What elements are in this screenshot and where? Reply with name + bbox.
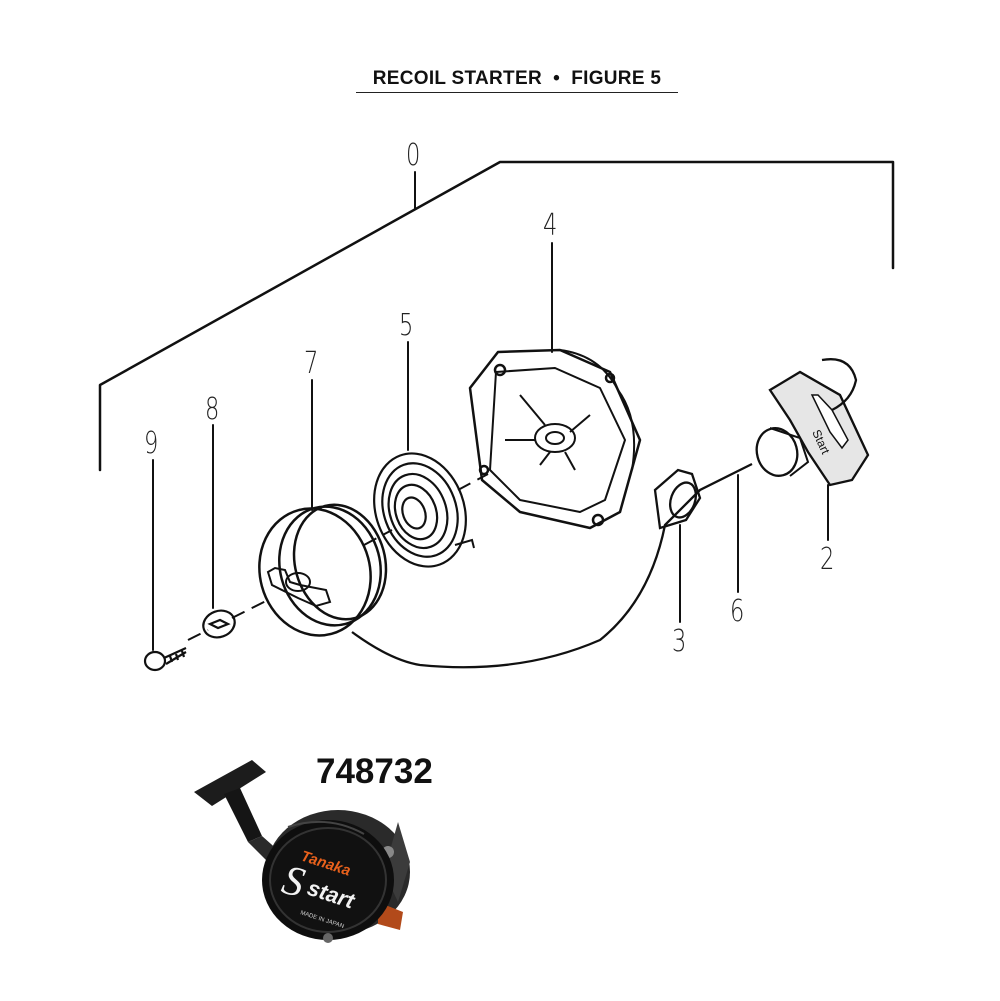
callout-8: 8 [205,392,220,427]
spiral-spring [373,452,475,568]
rope-reel [258,503,388,637]
callout-7: 7 [304,346,319,381]
starter-rope [351,462,753,669]
starter-case [468,348,642,530]
callout-9: 9 [144,426,159,461]
callout-6: 6 [730,594,745,629]
callout-2: 2 [820,542,835,577]
screw [143,646,187,672]
callout-5: 5 [399,308,414,343]
washer [202,609,236,639]
callout-3: 3 [672,624,687,659]
recoil-starter-photo: Tanaka S start MADE IN JAPAN [194,760,410,943]
starter-handle: Start [755,358,870,487]
part-number: 748732 [316,752,433,791]
callout-0: 0 [406,138,421,173]
page-title: RECOIL STARTER • FIGURE 5 [356,68,678,93]
rope-guide [653,468,702,530]
assembly-bracket [98,160,895,472]
callout-4: 4 [543,208,558,243]
